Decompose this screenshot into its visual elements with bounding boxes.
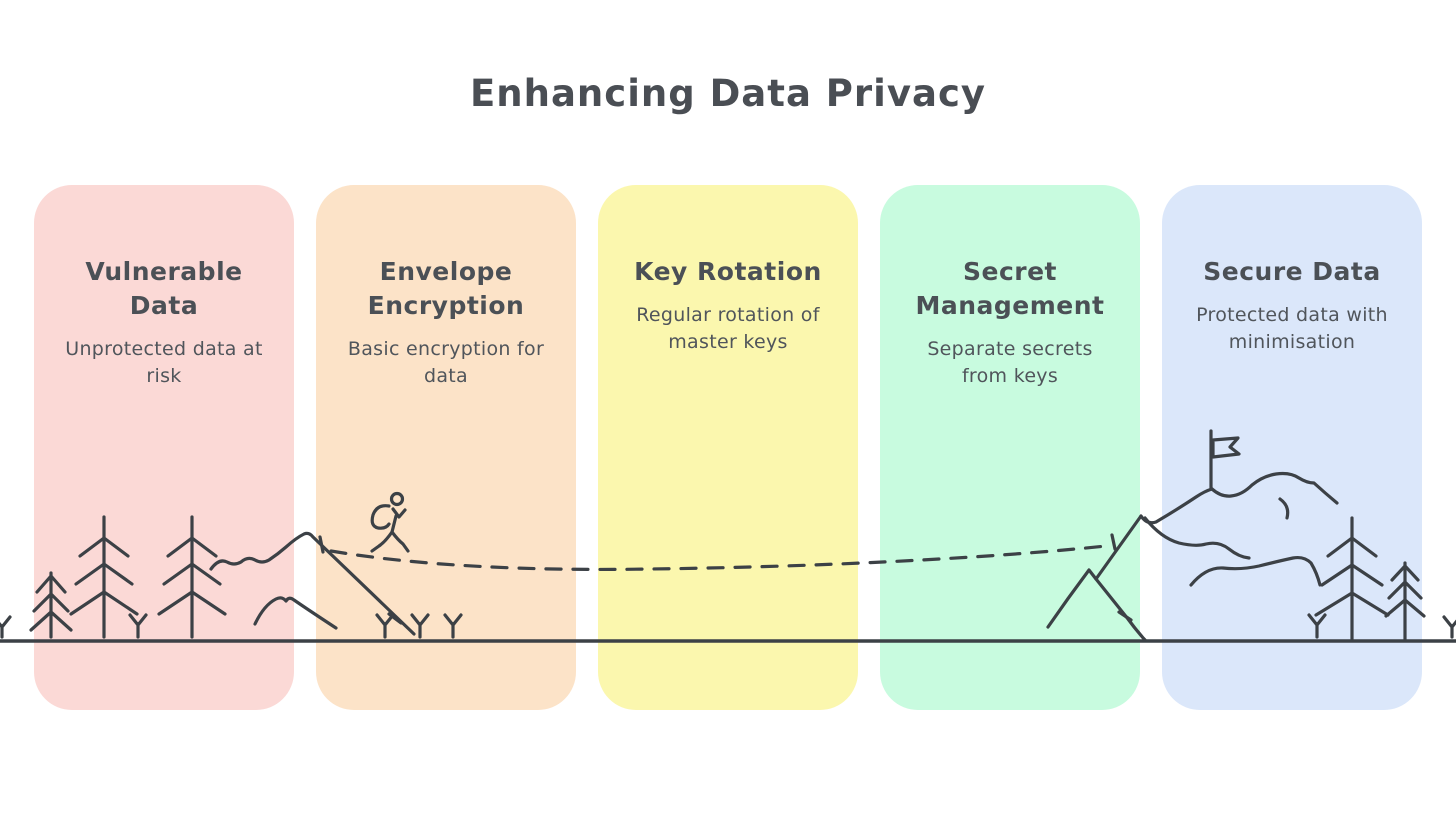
grass-icon: [0, 615, 12, 639]
card-title: Envelope Encryption: [367, 257, 525, 320]
card-subtitle: Unprotected data at risk: [65, 338, 263, 387]
card-title: Key Rotation: [634, 257, 822, 286]
cards-row: Vulnerable Data Unprotected data at risk…: [34, 185, 1422, 710]
page-title: Enhancing Data Privacy: [470, 72, 986, 115]
card-title: Secure Data: [1203, 257, 1381, 286]
card-vulnerable-data: Vulnerable Data Unprotected data at risk: [34, 185, 294, 710]
card-secure-data: Secure Data Protected data with minimisa…: [1162, 185, 1422, 710]
card-key-rotation: Key Rotation Regular rotation of master …: [598, 185, 858, 710]
card-subtitle: Separate secrets from keys: [927, 338, 1093, 387]
card-secret-management: Secret Management Separate secrets from …: [880, 185, 1140, 710]
card-subtitle: Basic encryption for data: [347, 338, 545, 387]
card-subtitle: Protected data with minimisation: [1196, 304, 1388, 353]
card-envelope-encryption: Envelope Encryption Basic encryption for…: [316, 185, 576, 710]
grass-icon: [1442, 615, 1456, 639]
card-subtitle: Regular rotation of master keys: [636, 304, 820, 353]
card-title: Vulnerable Data: [85, 257, 243, 320]
card-title: Secret Management: [915, 257, 1105, 320]
